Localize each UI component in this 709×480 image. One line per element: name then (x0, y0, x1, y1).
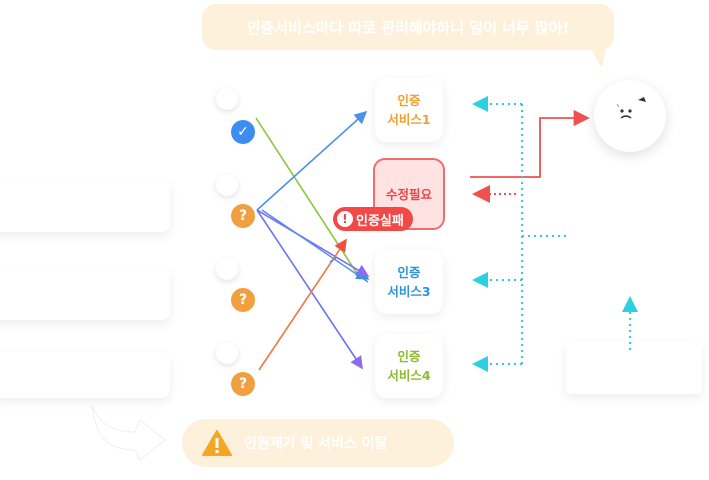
left-panel-1 (0, 180, 170, 232)
line-blue-service3 (261, 209, 369, 283)
bubble-tail (590, 48, 606, 68)
question-icon-1: ? (231, 204, 255, 228)
face-avatar (594, 80, 666, 152)
speech-bubble-text: 인증서비스마다 따로 관리해야하니 일이 너무 많아! (246, 18, 570, 37)
auth-fail-badge: ! 인증실패 (333, 207, 413, 231)
service-card-3: 인증 서비스3 (375, 250, 443, 314)
node-nub-4 (216, 342, 238, 364)
question-icon-2: ? (231, 288, 255, 312)
line-blue-service1 (256, 110, 368, 211)
question-icon-3: ? (231, 372, 255, 396)
line-purple-service4 (256, 209, 363, 370)
speech-bubble: 인증서비스마다 따로 관리해야하니 일이 너무 많아! (202, 4, 614, 50)
node-nub-3 (216, 258, 238, 280)
red-arrow-to-face (470, 109, 590, 178)
right-panel (566, 342, 702, 394)
left-panel-3 (0, 352, 170, 398)
warning-icon (202, 430, 232, 456)
curved-arrow-shape (91, 404, 166, 461)
worried-face-icon (616, 97, 646, 119)
warning-label: 인원제기 및 서비스 이탈 (244, 436, 388, 452)
service-card-1: 인증 서비스1 (375, 78, 443, 142)
left-panel-2 (0, 268, 170, 320)
exclamation-icon: ! (337, 211, 353, 227)
check-icon: ✓ (231, 120, 255, 144)
line-purple-service3 (256, 209, 370, 277)
node-nub-2 (216, 174, 238, 196)
node-nub-1 (216, 88, 238, 110)
warning-banner: 인원제기 및 서비스 이탈 (182, 419, 454, 467)
auth-fail-label: 인증실패 (356, 213, 404, 229)
service-card-4: 인증 서비스4 (375, 334, 443, 398)
